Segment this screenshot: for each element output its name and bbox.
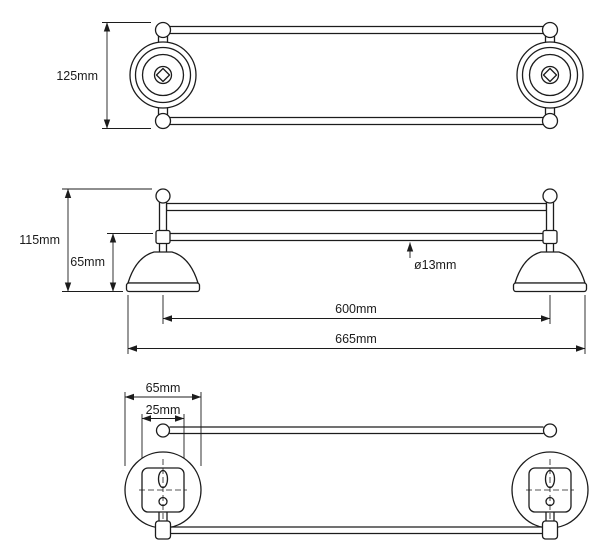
- post: [158, 201, 168, 255]
- upper-rail: [165, 202, 548, 212]
- rail-end-ball: [541, 21, 559, 39]
- medallion-ring: [141, 53, 185, 97]
- wall-medallion: [129, 41, 197, 109]
- dim-label-height: 125mm: [56, 69, 98, 83]
- base-plate: [512, 282, 588, 293]
- wall-flange: [511, 451, 589, 529]
- rail-end-ball: [154, 112, 172, 130]
- dim-plate-width-25: 25mm: [141, 403, 185, 464]
- medallion-finial: [155, 67, 171, 83]
- medallion-finial: [542, 67, 558, 83]
- wall-medallion: [516, 41, 584, 109]
- rail-collar: [155, 229, 171, 245]
- dim-rail-length-600: 600mm: [162, 295, 551, 324]
- leader-tube-diameter: ø13mm: [406, 242, 456, 272]
- medallion-ring: [521, 46, 579, 104]
- dim-label-rail-height: 65mm: [70, 255, 105, 269]
- screw-hole: [545, 496, 555, 507]
- plan-view: 65mm 25mm: [124, 381, 589, 540]
- dim-flange-diameter-65: 65mm: [124, 381, 202, 466]
- dim-label-tube-diameter: ø13mm: [414, 258, 456, 272]
- back-rail: [155, 423, 558, 438]
- front-view: 125mm: [56, 21, 584, 130]
- post: [545, 201, 555, 255]
- front-rail: [154, 520, 559, 540]
- dim-label-overall-height: 115mm: [19, 233, 60, 247]
- post-ball: [155, 188, 171, 204]
- rail-collar: [542, 229, 558, 245]
- rail-end-ball: [542, 423, 558, 438]
- screw-slot: [544, 469, 556, 489]
- rail-end-ball: [541, 112, 559, 130]
- lower-rail: [165, 232, 548, 242]
- mounting-base: [125, 251, 201, 293]
- dim-overall-width-665: 665mm: [127, 295, 586, 354]
- rail-end-ball: [154, 21, 172, 39]
- bottom-rail: [162, 116, 551, 126]
- base-dome: [127, 251, 199, 284]
- screw-slot: [157, 469, 169, 489]
- side-view: 115mm 65mm ø13mm 600mm 665mm: [19, 188, 588, 354]
- dim-overall-height-115: 115mm: [19, 188, 152, 292]
- dim-label-rail-length: 600mm: [335, 302, 377, 316]
- dim-rail-height-65: 65mm: [70, 233, 153, 292]
- mounting-base: [512, 251, 588, 293]
- dim-label-overall-width: 665mm: [335, 332, 377, 346]
- screw-hole: [158, 496, 168, 507]
- base-plate: [125, 282, 201, 293]
- dim-height-125: 125mm: [56, 22, 151, 129]
- base-dome: [514, 251, 586, 284]
- top-rail: [162, 25, 551, 35]
- medallion-ring: [134, 46, 192, 104]
- post-ball: [542, 188, 558, 204]
- dim-label-plate-width: 25mm: [146, 403, 181, 417]
- rail-end-ball: [155, 423, 171, 438]
- medallion-ring: [528, 53, 572, 97]
- wall-flange: [124, 451, 202, 529]
- post-tab: [541, 520, 559, 540]
- dim-label-flange-diameter: 65mm: [146, 381, 181, 395]
- post-tab: [154, 520, 172, 540]
